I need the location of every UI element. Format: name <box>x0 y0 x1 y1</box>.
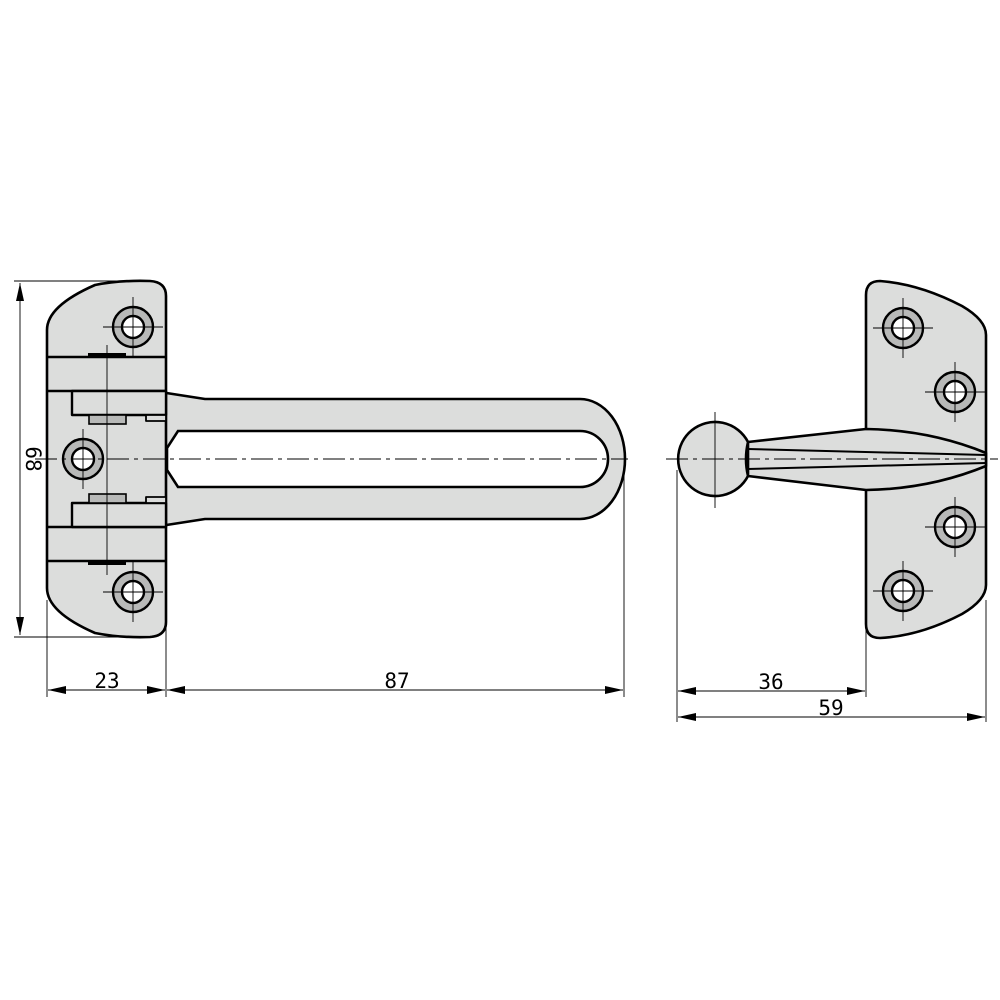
dim-height-68: 68 <box>21 446 45 471</box>
dim-plate-width-23: 23 <box>94 669 119 693</box>
receiver-hole-2 <box>925 362 985 422</box>
dim-arm-length-87: 87 <box>384 669 409 693</box>
receiver-hole-4 <box>873 561 933 621</box>
receiver-view <box>666 279 998 640</box>
screw-hole-bottom <box>103 562 163 622</box>
dim-knob-reach-36: 36 <box>758 670 783 694</box>
receiver-hole-3 <box>925 497 985 557</box>
dimension-lines: 68 23 87 36 59 <box>14 280 987 722</box>
knob-stem <box>746 427 988 492</box>
hinge-pin-bottom <box>88 493 127 504</box>
dim-receiver-total-59: 59 <box>818 696 843 720</box>
screw-hole-top <box>103 297 163 357</box>
hinge-pin-top <box>88 414 127 425</box>
receiver-hole-1 <box>873 298 933 358</box>
latch-arm-view <box>35 279 628 639</box>
